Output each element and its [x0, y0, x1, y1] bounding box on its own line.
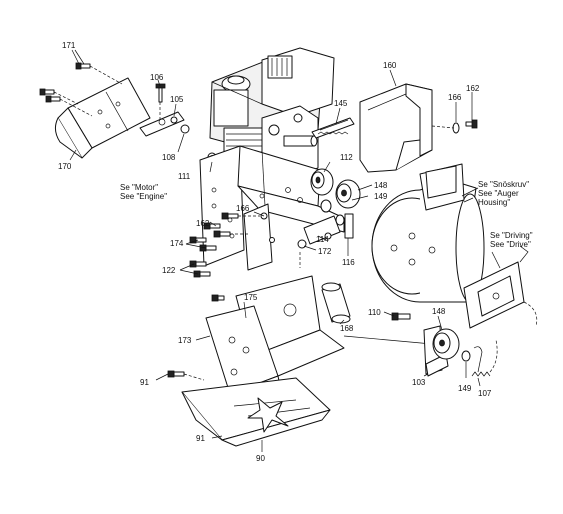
washer-149-upper [320, 199, 345, 226]
callout-90: 90 [256, 454, 265, 463]
callout-145: 145 [334, 99, 348, 108]
note-drive: Se "Driving" See "Drive" [490, 231, 533, 249]
callout-114: 114 [316, 235, 329, 244]
pulley-148-lower [432, 328, 460, 360]
callout-91-lower: 91 [196, 434, 205, 443]
lower-frame-173 [205, 275, 345, 405]
note-auger-line-1: Se "Snöskruv" [478, 180, 530, 189]
note-drive-line-1: Se "Driving" [490, 231, 533, 240]
drive-plate [463, 245, 538, 329]
note-engine-line-1: Se "Motor" [120, 183, 159, 192]
pulley-112 [310, 168, 334, 196]
leader-lines [69, 49, 501, 452]
note-engine: Se "Motor" See "Engine" [120, 183, 167, 201]
belt-guide-145 [311, 117, 355, 139]
callout-148-lower: 148 [432, 307, 446, 316]
roller-168 [321, 282, 351, 324]
callout-112: 112 [340, 153, 353, 162]
callout-116: 116 [342, 258, 355, 267]
bolt-110 [343, 312, 433, 345]
callout-148-upper: 148 [374, 181, 388, 190]
frame-bracket [199, 145, 345, 271]
callout-108: 108 [162, 153, 176, 162]
callout-149-upper: 149 [374, 192, 388, 201]
spring-107 [471, 339, 498, 377]
callout-107: 107 [478, 389, 492, 398]
fasteners-left [189, 212, 275, 302]
callout-105: 105 [170, 95, 184, 104]
callout-174: 174 [170, 239, 184, 248]
callout-170: 170 [58, 162, 72, 171]
note-drive-line-2: See "Drive" [490, 240, 531, 249]
callout-171: 171 [62, 41, 76, 50]
callout-103: 103 [412, 378, 426, 387]
callout-166-left: 166 [236, 204, 250, 213]
callout-91-upper: 91 [140, 378, 149, 387]
callout-173: 173 [178, 336, 192, 345]
skid-plate-90 [181, 377, 331, 447]
callout-166-upper: 166 [448, 93, 462, 102]
note-auger-line-3: Housing" [478, 198, 511, 207]
callout-111: 111 [178, 172, 191, 181]
callout-175: 175 [244, 293, 258, 302]
callout-168: 168 [340, 324, 354, 333]
washer-149-lower [461, 350, 471, 362]
callout-122: 122 [162, 266, 176, 275]
pulley-148-upper [335, 179, 361, 209]
note-engine-line-2: See "Engine" [120, 192, 168, 201]
auger-housing [371, 163, 485, 303]
bracket-170 [54, 77, 151, 159]
note-auger-line-2: See "Auger [478, 189, 519, 198]
callout-162-upper: 162 [466, 84, 480, 93]
fasteners-162-166-upper [431, 119, 478, 134]
callout-162-left: 162 [196, 219, 210, 228]
note-auger-housing: Se "Snöskruv" See "Auger Housing" [478, 180, 529, 207]
callout-160: 160 [383, 61, 397, 70]
bolts-171 [39, 62, 123, 117]
shaft-114-116 [297, 213, 354, 268]
callout-110: 110 [368, 308, 381, 317]
belt-cover-160 [359, 83, 433, 173]
callout-172: 172 [318, 247, 332, 256]
callout-106: 106 [150, 73, 164, 82]
callout-149-lower: 149 [458, 384, 472, 393]
